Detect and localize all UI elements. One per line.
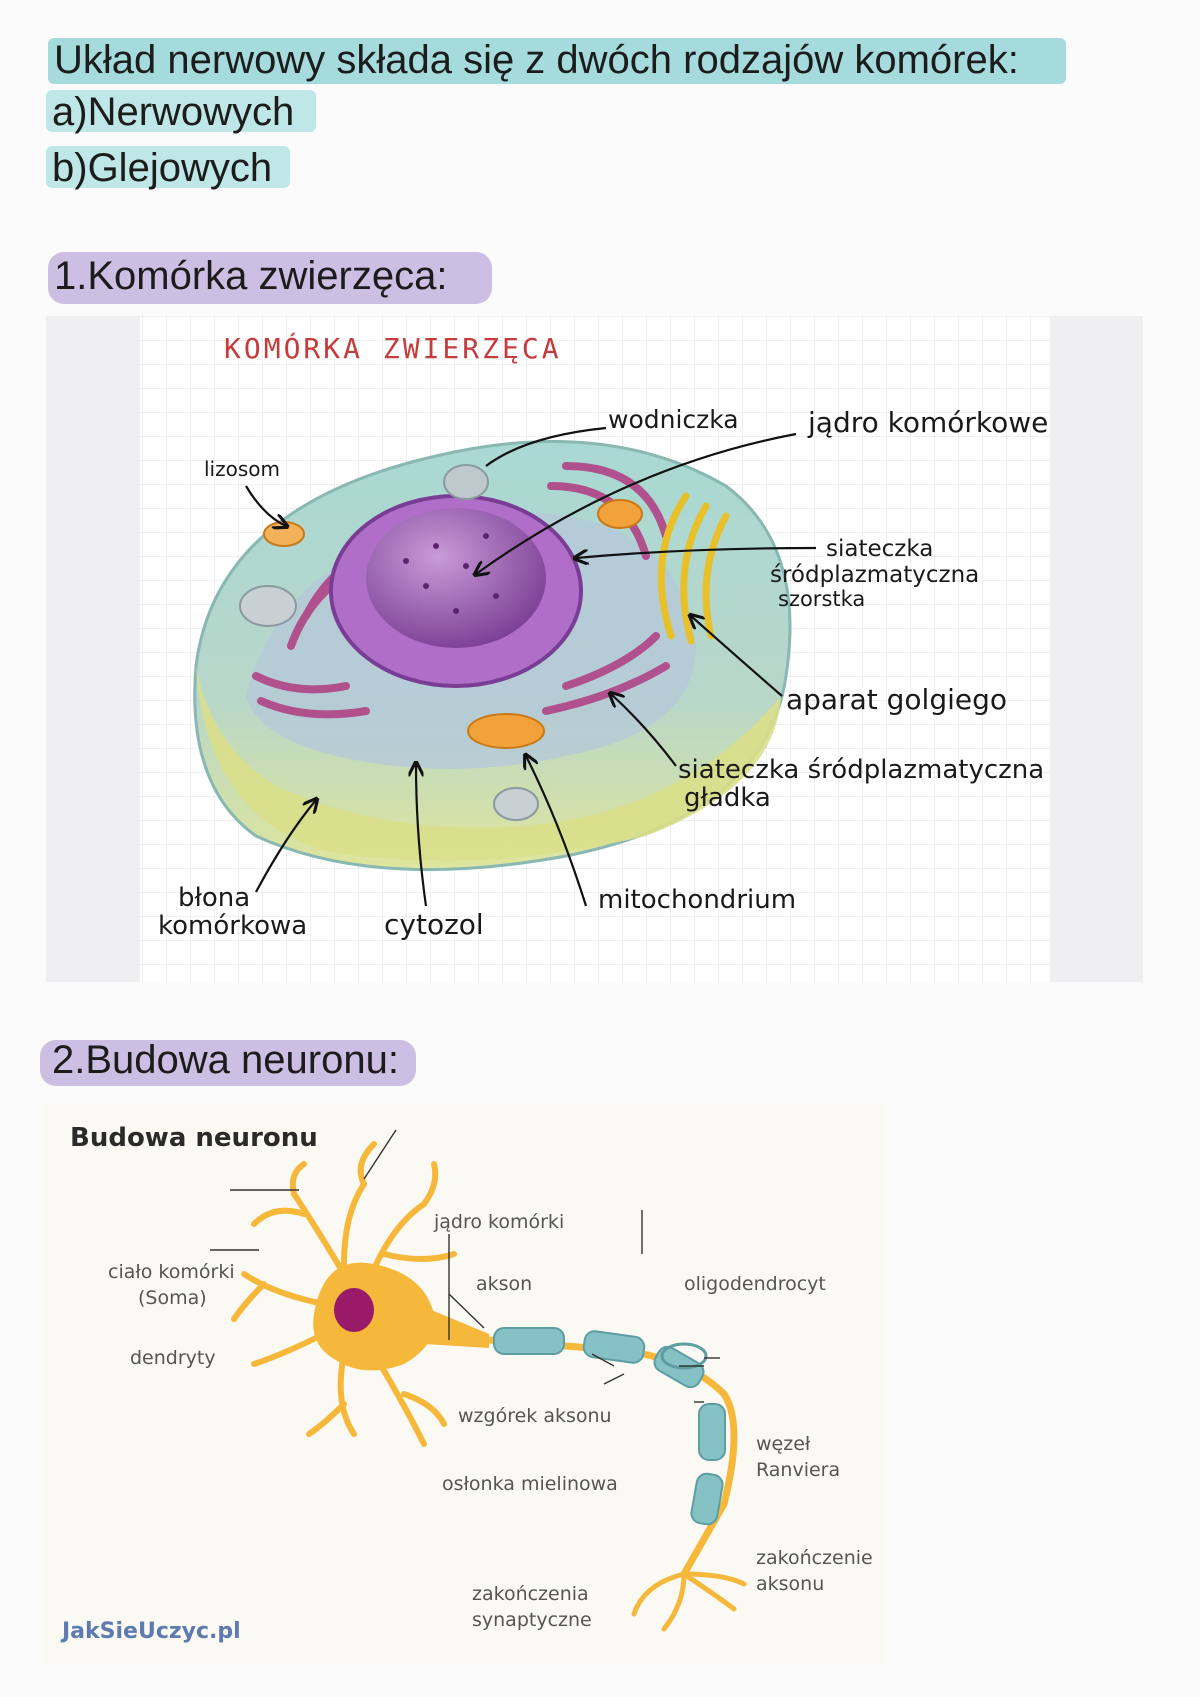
label-cialo-2: (Soma): [138, 1287, 207, 1309]
neuron-figure: Budowa neuronu: [44, 1104, 884, 1664]
label-oslonka: osłonka mielinowa: [442, 1473, 618, 1495]
label-siateczka-3: szorstka: [778, 587, 865, 611]
highlight-intro: [48, 38, 1066, 84]
label-arrows: [245, 426, 817, 907]
label-synapt-1: zakończenia: [472, 1583, 589, 1605]
cell-figure-title: KOMÓRKA ZWIERZĘCA: [224, 331, 562, 365]
neuron-figure-title: Budowa neuronu: [70, 1123, 318, 1153]
label-wodniczka: wodniczka: [608, 405, 739, 434]
axon-terminals: [631, 1571, 747, 1632]
axon-hillock: [424, 1309, 489, 1348]
item-a-text: a)Nerwowych: [52, 90, 295, 134]
label-mitochondrium: mitochondrium: [598, 885, 796, 915]
mitochondrion: [467, 713, 545, 749]
label-akson: akson: [476, 1273, 532, 1295]
label-cialo-1: ciało komórki: [108, 1261, 235, 1283]
label-synapt-2: synaptyczne: [472, 1609, 592, 1631]
brand-logo: JakSieUczyc.pl: [60, 1619, 241, 1644]
label-siateczka-2: śródplazmatyczna: [770, 562, 979, 588]
vacuole-3: [493, 787, 539, 821]
label-jadro-komorki: jądro komórki: [433, 1211, 564, 1233]
item-b-text: b)Glejowych: [52, 146, 273, 190]
label-wzgorek: wzgórek aksonu: [458, 1405, 612, 1427]
vacuole: [443, 464, 489, 500]
label-wezel-2: Ranviera: [756, 1459, 840, 1481]
intro-text: Układ nerwowy składa się z dwóch rodzajó…: [54, 38, 1019, 82]
vacuole-2: [239, 585, 297, 627]
cell-nucleus: [329, 494, 583, 688]
label-siateczka-gladka-2: gładka: [684, 783, 771, 813]
highlight-item-a: [46, 90, 316, 132]
cell-figure: KOMÓRKA ZWIERZĘCA wodniczka: [46, 316, 1143, 982]
label-siateczka-gladka-1: siateczka śródplazmatyczna: [678, 755, 1044, 785]
label-siateczka-1: siateczka: [826, 536, 933, 562]
mitochondrion-2: [597, 499, 643, 529]
section1-title: 1.Komórka zwierzęca:: [54, 254, 448, 298]
soma: [313, 1262, 435, 1371]
label-jadro: jądro komórkowe: [807, 406, 1048, 439]
label-zakonczenie-2: aksonu: [756, 1573, 824, 1595]
oligodendrocyte: [660, 1342, 708, 1370]
label-blona-2: komórkowa: [158, 911, 307, 941]
highlight-item-b: [46, 146, 290, 188]
neuron-nucleus: [334, 1288, 374, 1332]
label-lizosom: lizosom: [204, 457, 280, 481]
section2-title: 2.Budowa neuronu:: [52, 1038, 399, 1082]
label-aparat-golgiego: aparat golgiego: [786, 683, 1007, 716]
label-dendryty: dendryty: [130, 1347, 216, 1369]
label-cytozol: cytozol: [384, 908, 484, 941]
highlight-section1: [48, 252, 492, 304]
label-oligodendrocyt: oligodendrocyt: [684, 1273, 826, 1295]
label-zakonczenie-1: zakończenie: [756, 1547, 873, 1569]
highlight-section2: [40, 1040, 416, 1086]
neuron-leader-lines: [210, 1129, 720, 1403]
label-blona-1: błona: [178, 883, 250, 913]
label-wezel-1: węzeł: [756, 1433, 811, 1455]
